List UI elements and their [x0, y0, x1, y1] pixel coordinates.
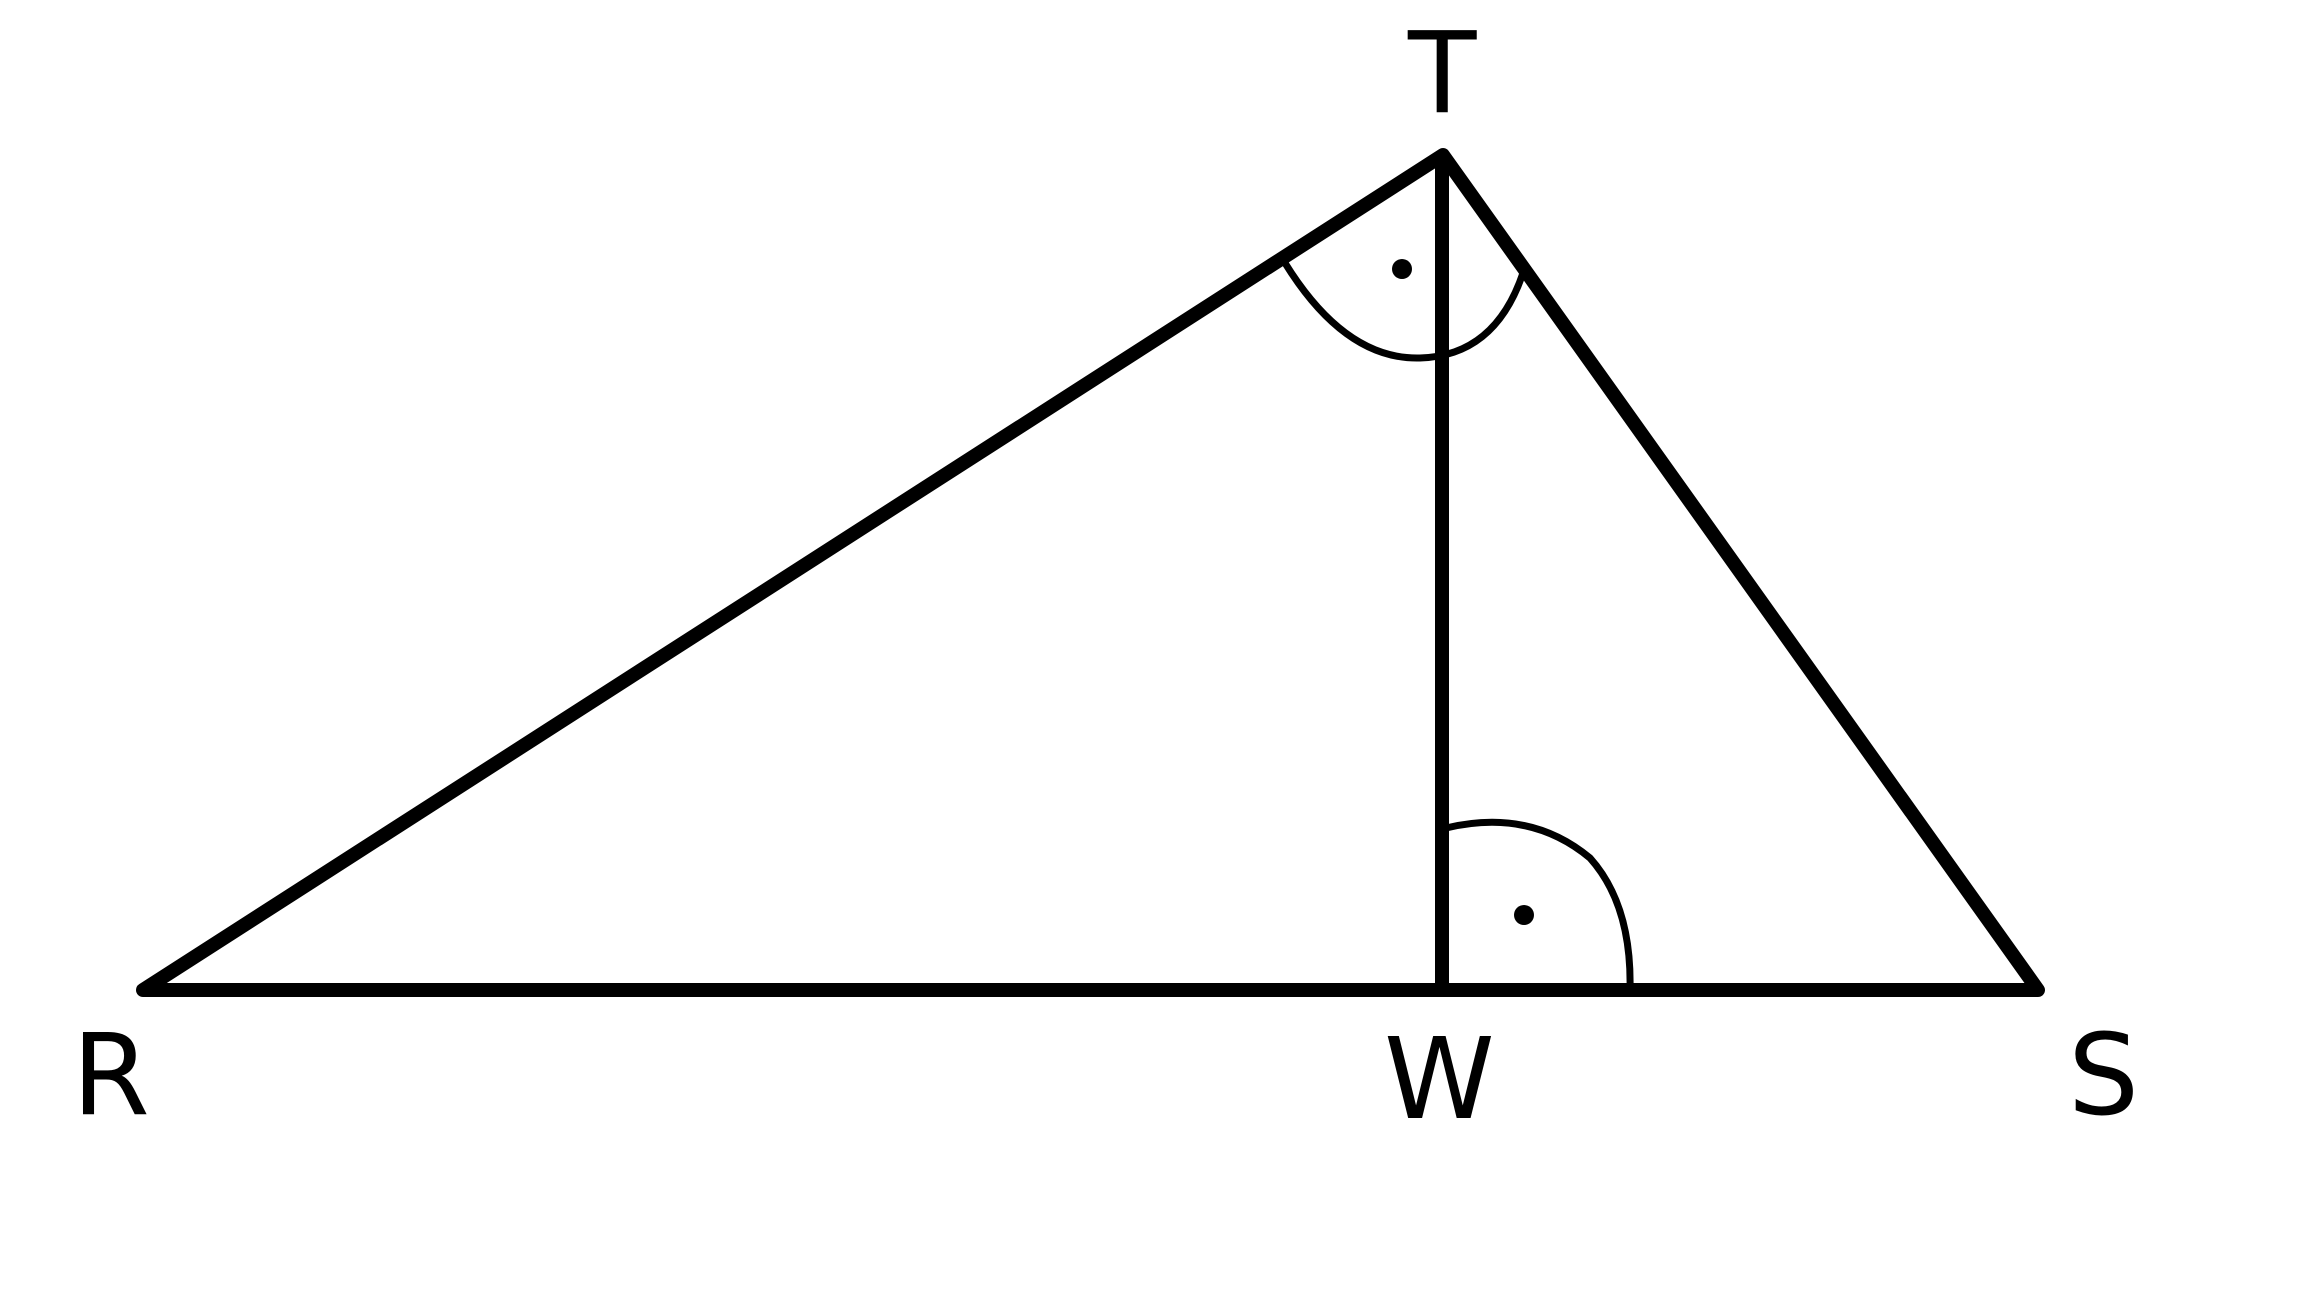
vertex-label-r: R: [72, 1011, 150, 1141]
vertex-label-t: T: [1408, 9, 1477, 139]
triangle-rts: [136, 148, 2045, 997]
angle-arc-t: [1281, 259, 1527, 362]
angle-dot-t: [1392, 259, 1412, 279]
vertex-label-w: W: [1384, 1015, 1495, 1145]
angle-dot-w: [1514, 905, 1534, 925]
vertex-label-s: S: [2068, 1011, 2140, 1141]
angle-arc-w: [1442, 818, 1634, 994]
